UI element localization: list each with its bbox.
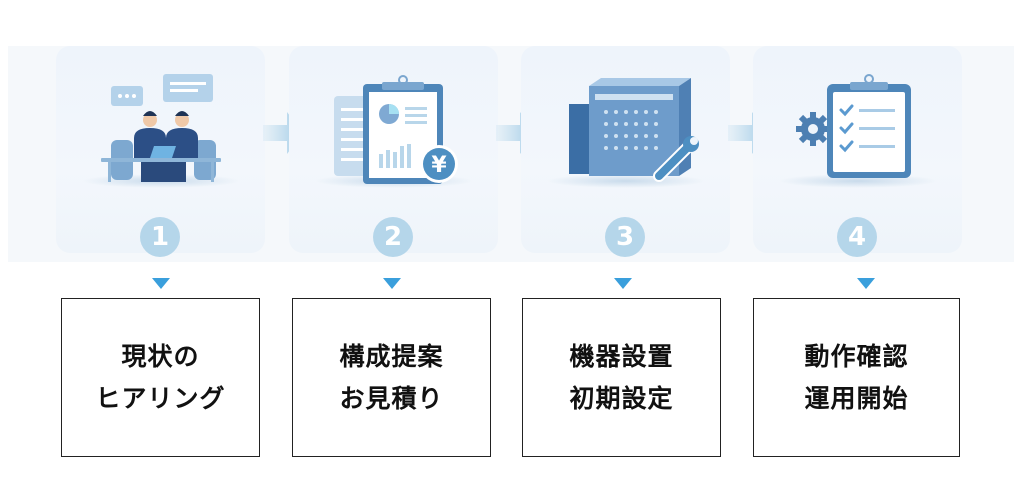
step-label-line1: 構成提案 <box>339 341 444 371</box>
step-number-badge: 1 <box>140 217 180 257</box>
step-label-box-3: 機器設置 初期設定 <box>522 298 721 457</box>
step-label-line1: 現状の <box>121 341 200 371</box>
down-triangle-icon <box>857 278 875 289</box>
step-label-line1: 動作確認 <box>804 341 909 371</box>
step-card-3: 3 <box>521 46 730 257</box>
down-triangle-icon <box>152 278 170 289</box>
step-label-line2: 初期設定 <box>569 383 674 413</box>
step-card-4: 4 <box>753 46 962 257</box>
step-number-badge: 3 <box>605 217 645 257</box>
step-label-box-4: 動作確認 運用開始 <box>753 298 960 457</box>
step-number-badge: 4 <box>837 217 877 257</box>
down-triangle-icon <box>383 278 401 289</box>
step-label-line1: 機器設置 <box>569 341 674 371</box>
server-install-icon <box>569 78 699 182</box>
step-number-badge: 2 <box>373 217 413 257</box>
step-card-2: ¥ 2 <box>289 46 498 257</box>
step-label-box-1: 現状の ヒアリング <box>61 298 260 457</box>
step-label-line2: 運用開始 <box>804 383 909 413</box>
svg-text:¥: ¥ <box>431 153 447 178</box>
step-card-1: 1 <box>56 46 265 257</box>
checklist-icon <box>796 74 911 178</box>
step-label-line2: ヒアリング <box>95 383 226 413</box>
step-label-line2: お見積り <box>339 383 444 413</box>
proposal-estimate-icon: ¥ <box>334 75 458 184</box>
step-label-box-2: 構成提案 お見積り <box>292 298 491 457</box>
down-triangle-icon <box>614 278 632 289</box>
meeting-icon <box>101 74 221 182</box>
